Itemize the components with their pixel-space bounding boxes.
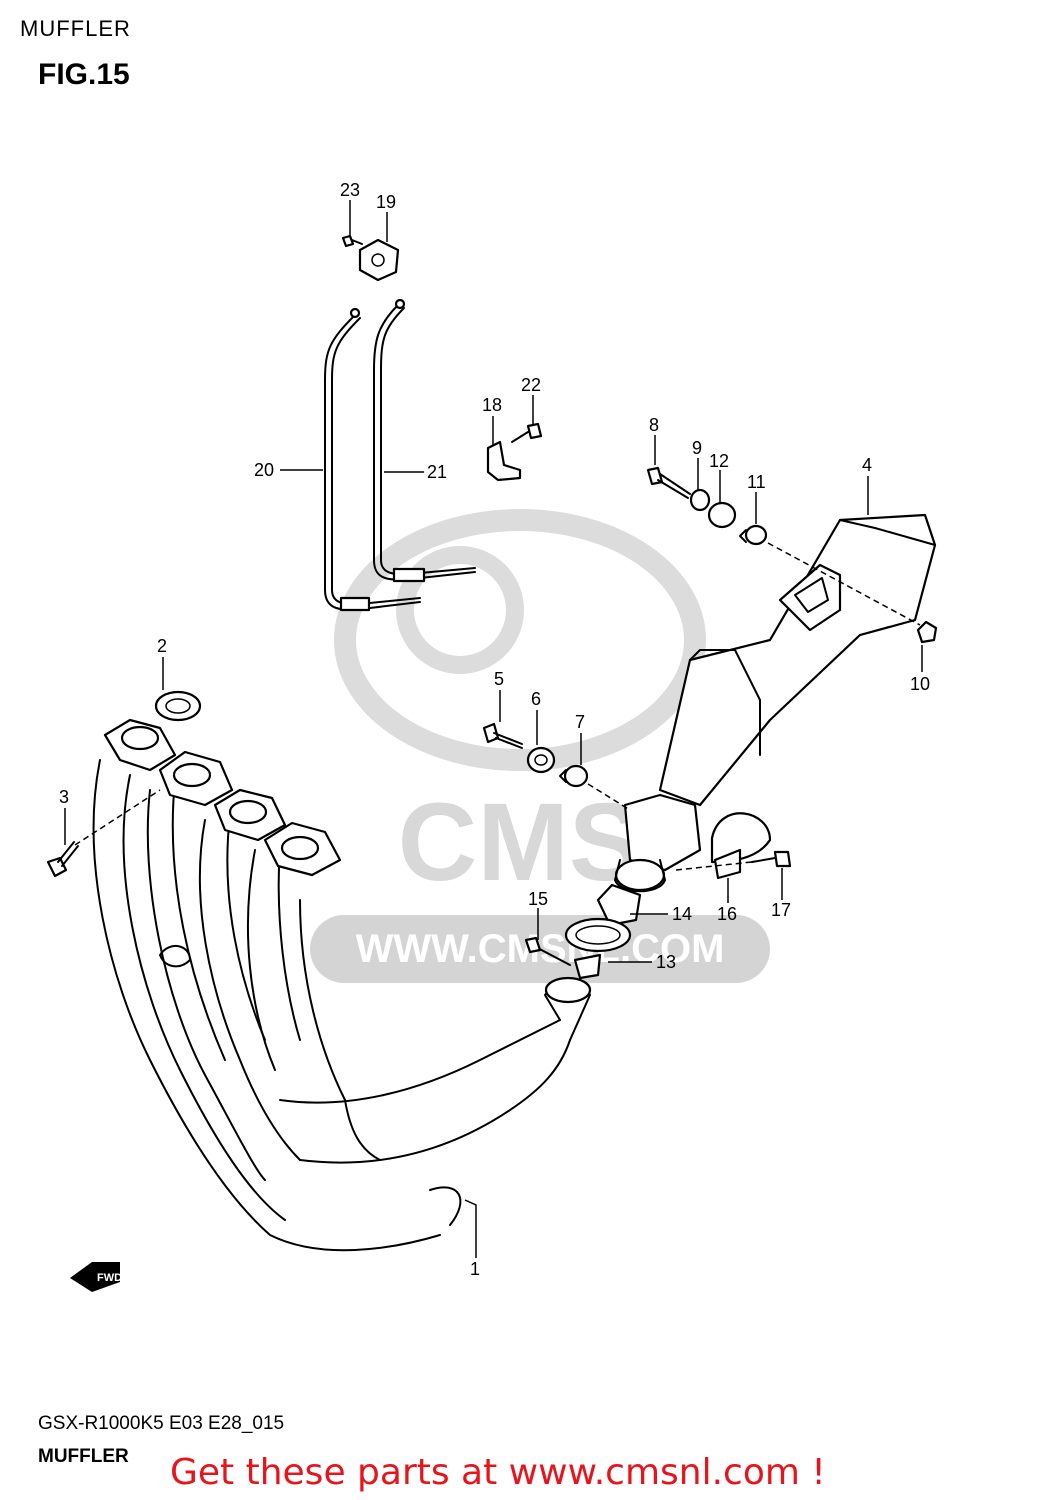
callout-7: 7: [575, 712, 585, 732]
callout-labels: 1 2 3 4 5 6 7 8 9 10 11 12 13 14 15 16 1…: [59, 180, 930, 1279]
callout-16: 16: [717, 904, 737, 924]
model-code: GSX-R1000K5 E03 E28_015: [38, 1413, 285, 1434]
muffler-nut: [916, 620, 938, 644]
callout-8: 8: [649, 415, 659, 435]
callout-14: 14: [672, 904, 692, 924]
washer: [689, 488, 711, 512]
callout-1: 1: [470, 1259, 480, 1279]
callout-22: 22: [521, 375, 541, 395]
muffler-joint: [614, 793, 772, 893]
muffler-body: [658, 513, 937, 807]
callout-2: 2: [157, 636, 167, 656]
muffler-cushion: [707, 501, 737, 529]
collar: [559, 764, 589, 788]
mount-bolt: [482, 722, 523, 749]
callout-11: 11: [747, 472, 766, 492]
cable-bracket: [486, 440, 522, 482]
pulley-bolt: [341, 234, 363, 248]
callout-6: 6: [531, 689, 541, 709]
callout-leaders: [64, 200, 923, 1258]
callout-15: 15: [528, 889, 548, 909]
valve-pulley-cover: [358, 238, 400, 282]
rubber-cushion: [526, 746, 556, 774]
watermark-brand: CMS: [398, 781, 642, 904]
callout-23: 23: [340, 180, 360, 200]
exhaust-header-pipes: [92, 718, 592, 1252]
muffler-bolt: [646, 466, 691, 499]
callout-17: 17: [771, 900, 791, 920]
callout-5: 5: [494, 669, 504, 689]
joint-bolt: [751, 850, 792, 868]
callout-18: 18: [482, 395, 502, 415]
callout-10: 10: [910, 674, 930, 694]
promo-link[interactable]: Get these parts at www.cmsnl.com !: [170, 1452, 826, 1493]
clamp: [564, 917, 632, 980]
callout-21: 21: [427, 462, 447, 482]
section-name: MUFFLER: [38, 1446, 129, 1467]
forward-direction-badge: FWD: [70, 1262, 122, 1292]
page-header-title: MUFFLER: [20, 16, 131, 41]
fwd-label: FWD: [97, 1272, 122, 1284]
callout-13: 13: [656, 952, 676, 972]
muffler-collar: [739, 524, 768, 546]
bracket-bolt: [511, 422, 543, 443]
callout-20: 20: [254, 460, 274, 480]
callout-3: 3: [59, 787, 69, 807]
callout-9: 9: [692, 438, 702, 458]
callout-19: 19: [376, 192, 396, 212]
callout-4: 4: [862, 455, 872, 475]
callout-12: 12: [709, 451, 729, 471]
header-bolt: [46, 841, 79, 878]
exhaust-gasket: [154, 690, 202, 722]
figure-title: FIG.15: [38, 58, 130, 91]
